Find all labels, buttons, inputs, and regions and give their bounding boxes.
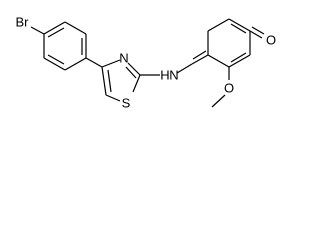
atom-label-amine-n: N [169, 68, 178, 83]
atom-label-br: Br [16, 15, 30, 30]
bond-ring1-double-1 [47, 27, 65, 38]
structure-diagram: Br N S H N O O [16, 15, 277, 111]
bond-c4-n3 [101, 59, 121, 68]
bond-ring2-b [207, 18, 230, 32]
thiazole-ring [101, 59, 141, 102]
bond-ch-ring-double [191, 54, 209, 65]
bond-ring2-f [207, 54, 230, 68]
bond-ring2-e [228, 54, 251, 68]
bond-c-o-double-1 [249, 30, 263, 39]
bond-ring1-b [64, 21, 87, 35]
bond-ring2-e-double [230, 52, 247, 63]
bond-n3-c2-double [125, 66, 137, 79]
bond-s1-c5 [105, 94, 121, 102]
molecule-svg: Br N S H N O O [16, 15, 277, 111]
bond-br-c [30, 26, 45, 35]
bond-ring2-c-double [230, 23, 247, 34]
bond-nh-ch [176, 63, 193, 74]
bond-o-ch3 [211, 94, 226, 108]
atom-label-methoxy-o: O [224, 81, 234, 96]
atom-label-thiazole-n: N [119, 51, 128, 66]
bond-c2-s1 [132, 74, 141, 93]
bond-ch-ring-double-2 [192, 50, 207, 60]
bond-ring1-a [43, 21, 66, 35]
bond-phenyl-thiazole [85, 57, 103, 68]
atom-label-thiazole-s: S [122, 96, 131, 111]
bond-ring2-c [228, 18, 251, 32]
quinone-methide-ring [207, 18, 251, 68]
bond-c-o-double-2 [251, 26, 265, 35]
bond-c5-c4 [101, 66, 107, 96]
bond-c5-c4-double [107, 69, 112, 93]
bond-ring1-e [43, 57, 66, 71]
bond-n3-c2 [127, 62, 141, 76]
atom-label-carbonyl-o: O [266, 33, 276, 48]
atom-label-amine-h: H [160, 68, 169, 83]
bromophenyl-ring [30, 21, 87, 71]
bond-ring1-d [64, 57, 87, 71]
bond-ring1-double-3 [47, 54, 65, 65]
